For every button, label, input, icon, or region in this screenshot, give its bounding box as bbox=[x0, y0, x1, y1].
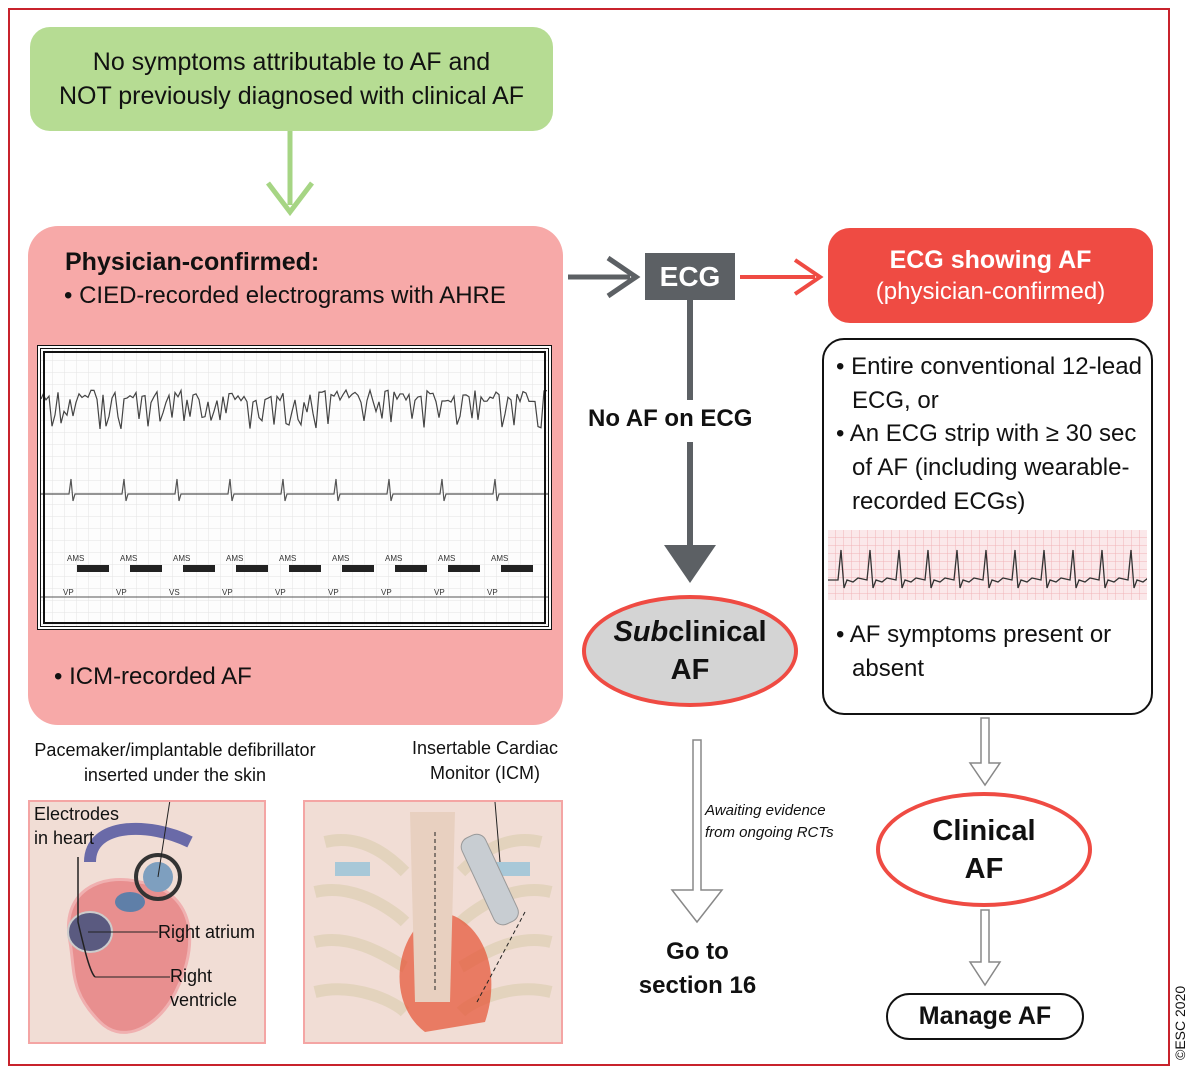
egm-ams-label: AMS bbox=[279, 554, 296, 563]
egm-ams-label: AMS bbox=[491, 554, 508, 563]
egm-marker-label: VP bbox=[275, 588, 286, 597]
gray-arrow-to-ecg bbox=[568, 255, 641, 299]
ribcage-icm-drawing bbox=[313, 801, 553, 1032]
start-box: No symptoms attributable to AF and NOT p… bbox=[30, 27, 553, 131]
egm-marker-block bbox=[77, 565, 109, 572]
egm-marker-label: VP bbox=[328, 588, 339, 597]
diagram-frame bbox=[8, 8, 1170, 1066]
egm-marker-label: VP bbox=[63, 588, 74, 597]
ecg-node: ECG bbox=[645, 253, 735, 300]
egm-marker-label: VP bbox=[487, 588, 498, 597]
egm-ams-label: AMS bbox=[173, 554, 190, 563]
icm-caption: Insertable Cardiac Monitor (ICM) bbox=[395, 736, 575, 786]
awaiting-line-2: from ongoing RCTs bbox=[705, 824, 834, 841]
egm-marker-block bbox=[289, 565, 321, 572]
egm-marker-label: VP bbox=[381, 588, 392, 597]
pacemaker-illustration: Electrodes in heart Right atrium Right v… bbox=[28, 786, 266, 1044]
clinical-line-1: Clinical bbox=[932, 814, 1036, 847]
egm-ams-label: AMS bbox=[385, 554, 402, 563]
gray-arrow-down bbox=[664, 300, 716, 583]
egm-marker-block bbox=[448, 565, 480, 572]
right-ventricle-label: Right ventricle bbox=[170, 964, 237, 1012]
green-arrow bbox=[266, 131, 314, 217]
start-line-2: NOT previously diagnosed with clinical A… bbox=[58, 82, 525, 110]
egm-marker-label: VP bbox=[116, 588, 127, 597]
ecg-showing-af-box: ECG showing AF (physician-confirmed) bbox=[828, 228, 1153, 323]
egm-ams-label: AMS bbox=[226, 554, 243, 563]
egm-marker-block bbox=[130, 565, 162, 572]
clinical-line-2: AF bbox=[964, 852, 1004, 885]
icm-caption-2: Monitor (ICM) bbox=[429, 763, 540, 783]
ecg-strip-image bbox=[828, 530, 1147, 600]
ecg-criteria-box: • Entire conventional 12-lead ECG, or • … bbox=[822, 338, 1153, 715]
right-ventricle-line-1: Right bbox=[170, 966, 213, 986]
egm-ams-label: AMS bbox=[332, 554, 349, 563]
hollow-arrow-to-manage bbox=[968, 909, 1002, 987]
cied-electrogram-image: VP AMS VP AMS VS AMS VP AMS VP AMS VP AMS VP AMS VP AMS… bbox=[37, 345, 552, 630]
manage-af-node: Manage AF bbox=[886, 993, 1084, 1040]
icm-caption-1: Insertable Cardiac bbox=[411, 738, 559, 758]
icm-illustration bbox=[303, 800, 563, 1044]
electrodes-label: Electrodes in heart bbox=[34, 802, 119, 850]
electrodes-line-2: in heart bbox=[34, 828, 95, 848]
ecg-af-subtitle: (physician-confirmed) bbox=[875, 277, 1106, 305]
no-af-label: No AF on ECG bbox=[588, 405, 753, 432]
egm-marker-block bbox=[236, 565, 268, 572]
awaiting-evidence-label: Awaiting evidence from ongoing RCTs bbox=[705, 800, 834, 844]
goto-line-2: section 16 bbox=[638, 972, 757, 999]
cied-bullet: • CIED-recorded electrograms with AHRE bbox=[64, 282, 506, 309]
hollow-arrow-to-clinical bbox=[968, 717, 1002, 787]
criteria-bullet-12-lead: • Entire conventional 12-lead ECG, or bbox=[836, 353, 1142, 414]
goto-line-1: Go to bbox=[666, 938, 729, 965]
icm-bullet: • ICM-recorded AF bbox=[54, 663, 252, 690]
subclinical-af-node: Subclinical AF bbox=[582, 595, 798, 707]
egm-marker-block bbox=[501, 565, 533, 572]
clinical-af-node: Clinical AF bbox=[876, 792, 1092, 907]
electrodes-line-1: Electrodes bbox=[34, 804, 120, 824]
egm-marker-block bbox=[395, 565, 427, 572]
egm-ams-label: AMS bbox=[438, 554, 455, 563]
subclinical-line-2: AF bbox=[670, 654, 710, 686]
egm-marker-block bbox=[183, 565, 215, 572]
red-arrow-to-af-box bbox=[740, 258, 824, 296]
start-line-1: No symptoms attributable to AF and bbox=[92, 48, 491, 76]
criteria-bullet-symptoms: • AF symptoms present or absent bbox=[836, 621, 1112, 682]
awaiting-line-1: Awaiting evidence bbox=[705, 802, 826, 819]
right-atrium-label: Right atrium bbox=[158, 922, 256, 942]
electrogram-trace: VP AMS VP AMS VS AMS VP AMS VP AMS VP AMS VP AMS VP AMS… bbox=[40, 349, 548, 626]
egm-marker-block bbox=[342, 565, 374, 572]
pacemaker-caption: Pacemaker/implantable defibrillator inse… bbox=[20, 738, 330, 788]
ecg-af-title: ECG showing AF bbox=[889, 245, 1092, 274]
egm-marker-label: VP bbox=[222, 588, 233, 597]
egm-marker-label: VS bbox=[169, 588, 180, 597]
heart-pacemaker-drawing bbox=[67, 786, 193, 1034]
pacemaker-caption-1: Pacemaker/implantable defibrillator bbox=[34, 740, 316, 760]
physician-title: Physician-confirmed: bbox=[65, 248, 320, 276]
egm-ams-label: AMS bbox=[120, 554, 137, 563]
egm-marker-label: VP bbox=[434, 588, 445, 597]
right-ventricle-line-2: ventricle bbox=[170, 990, 238, 1010]
egm-ams-label: AMS bbox=[67, 554, 84, 563]
go-to-section-node: Go to section 16 bbox=[610, 935, 785, 1003]
criteria-bullet-strip: • An ECG strip with ≥ 30 sec of AF (incl… bbox=[836, 420, 1137, 515]
subclinical-line-1: Subclinical bbox=[613, 613, 766, 651]
pacemaker-caption-2: inserted under the skin bbox=[83, 765, 267, 785]
subclinical-prefix: Sub bbox=[613, 616, 669, 648]
hollow-arrow-to-section bbox=[670, 739, 724, 924]
copyright: ©ESC 2020 bbox=[1172, 985, 1188, 1060]
subclinical-rest: clinical bbox=[668, 616, 767, 648]
